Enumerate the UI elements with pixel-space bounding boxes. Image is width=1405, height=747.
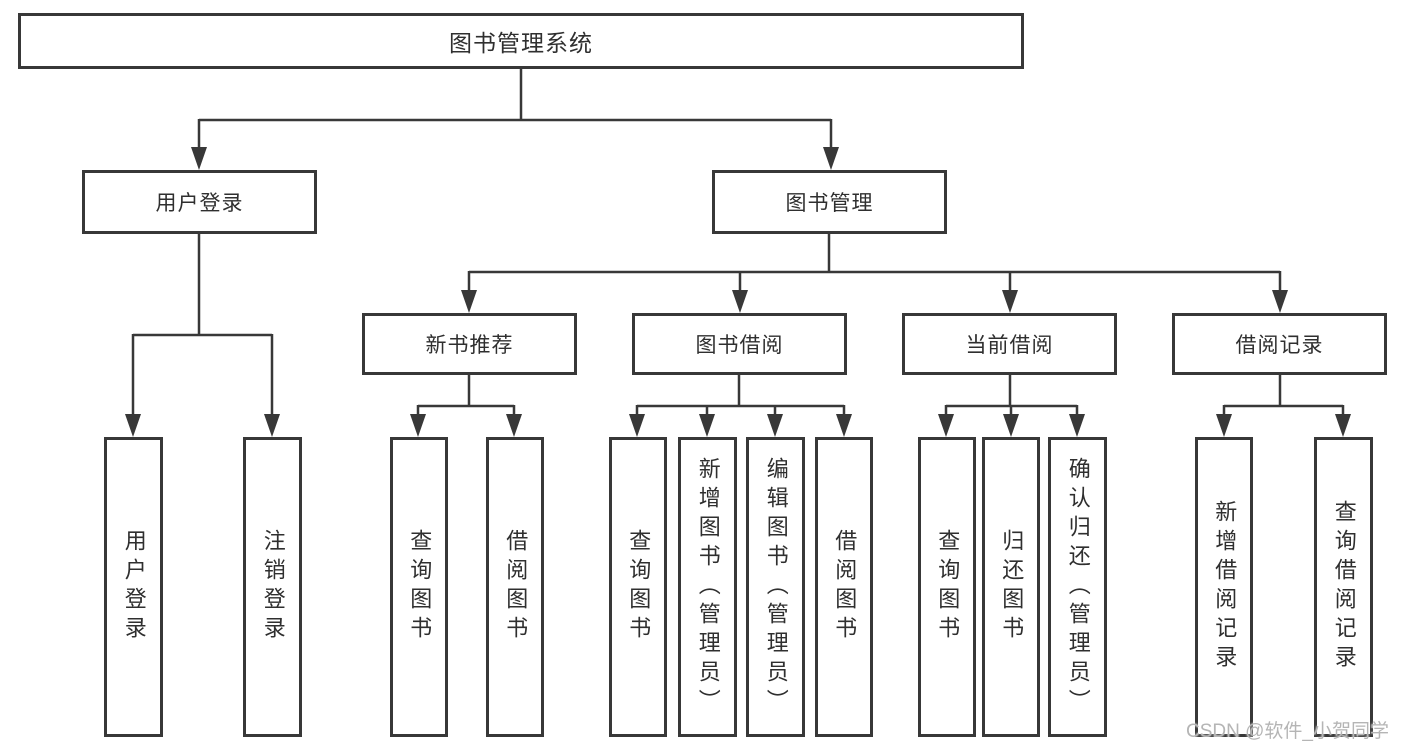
arrowhead-icons — [125, 147, 1351, 437]
leaf-query-books-recommend: 查询图书 — [390, 437, 448, 737]
leaf-edit-book-admin-label: 编辑图书（管理员） — [763, 456, 789, 718]
node-new-book-recommend-label: 新书推荐 — [425, 334, 514, 357]
leaf-query-books-current: 查询图书 — [918, 437, 976, 737]
leaf-borrow-books-recommend: 借阅图书 — [486, 437, 544, 737]
node-current-borrow-label: 当前借阅 — [965, 334, 1054, 357]
node-book-borrow-label: 图书借阅 — [695, 334, 784, 357]
leaf-query-borrow-record-label: 查询借阅记录 — [1331, 500, 1357, 674]
tree-branch-lines — [131, 69, 1345, 418]
leaf-add-book-admin: 新增图书（管理员） — [678, 437, 737, 737]
node-root: 图书管理系统 — [18, 13, 1024, 69]
csdn-watermark: CSDN @软件_小贺同学 — [1186, 721, 1389, 742]
leaf-user-login-label: 用户登录 — [121, 529, 147, 645]
leaf-query-books-recommend-label: 查询图书 — [407, 529, 433, 645]
leaf-logout: 注销登录 — [243, 437, 302, 737]
leaf-return-books-label: 归还图书 — [999, 529, 1025, 645]
node-user-login-label: 用户登录 — [155, 192, 244, 215]
leaf-return-books: 归还图书 — [982, 437, 1040, 737]
node-book-management-label: 图书管理 — [785, 192, 874, 215]
leaf-borrow-books-2-label: 借阅图书 — [832, 529, 858, 645]
node-user-login: 用户登录 — [82, 170, 317, 234]
leaf-borrow-books-recommend-label: 借阅图书 — [503, 529, 529, 645]
leaf-query-books-borrow: 查询图书 — [609, 437, 667, 737]
leaf-query-borrow-record: 查询借阅记录 — [1314, 437, 1373, 737]
leaf-add-book-admin-label: 新增图书（管理员） — [695, 456, 721, 718]
node-root-label: 图书管理系统 — [449, 30, 593, 56]
leaf-add-borrow-record: 新增借阅记录 — [1195, 437, 1253, 737]
leaf-confirm-return-admin: 确认归还（管理员） — [1048, 437, 1107, 737]
leaf-add-borrow-record-label: 新增借阅记录 — [1212, 500, 1238, 674]
leaf-edit-book-admin: 编辑图书（管理员） — [746, 437, 805, 737]
node-current-borrow: 当前借阅 — [902, 313, 1117, 375]
node-new-book-recommend: 新书推荐 — [362, 313, 577, 375]
leaf-logout-label: 注销登录 — [260, 529, 286, 645]
leaf-confirm-return-admin-label: 确认归还（管理员） — [1065, 456, 1091, 718]
leaf-user-login: 用户登录 — [104, 437, 163, 737]
node-book-borrow: 图书借阅 — [632, 313, 847, 375]
node-borrow-records: 借阅记录 — [1172, 313, 1387, 375]
leaf-borrow-books-2: 借阅图书 — [815, 437, 873, 737]
leaf-query-books-borrow-label: 查询图书 — [626, 529, 652, 645]
node-borrow-records-label: 借阅记录 — [1235, 334, 1324, 357]
node-book-management: 图书管理 — [712, 170, 947, 234]
leaf-query-books-current-label: 查询图书 — [935, 529, 961, 645]
